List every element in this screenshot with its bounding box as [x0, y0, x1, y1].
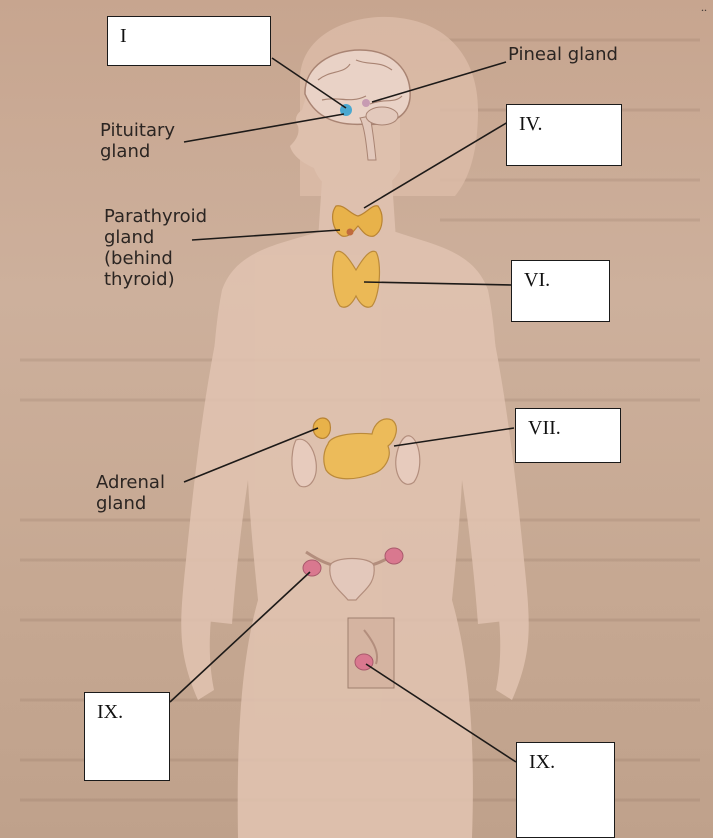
answer-box-4-label: IV. [519, 113, 543, 136]
adrenal-gland-label: Adrenal gland [96, 472, 165, 514]
answer-box-1-label: I [120, 25, 127, 48]
right-ovary [385, 548, 403, 564]
answer-box-9-left[interactable]: IX. [84, 692, 170, 781]
answer-box-6-label: VI. [524, 269, 550, 292]
pineal-gland-label: Pineal gland [508, 44, 618, 65]
page-mark: .. [701, 0, 707, 15]
answer-box-1[interactable]: I [107, 16, 271, 66]
parathyroid-label-line2: gland [104, 227, 207, 248]
answer-box-7-label: VII. [528, 417, 561, 440]
pituitary-label-line1: Pituitary [100, 120, 175, 141]
parathyroid-label-line1: Parathyroid [104, 206, 207, 227]
answer-box-9-right-label: IX. [529, 751, 555, 774]
pineal-gland-mark [362, 99, 370, 107]
pituitary-gland-label: Pituitary gland [100, 120, 175, 162]
parathyroid-gland-label: Parathyroid gland (behind thyroid) [104, 206, 207, 290]
adrenal-label-line1: Adrenal [96, 472, 165, 493]
parathyroid-mark [347, 229, 354, 236]
parathyroid-label-line3: (behind [104, 248, 207, 269]
answer-box-9-left-label: IX. [97, 701, 123, 724]
left-ovary [303, 560, 321, 576]
pituitary-label-line2: gland [100, 141, 175, 162]
parathyroid-label-line4: thyroid) [104, 269, 207, 290]
answer-box-4[interactable]: IV. [506, 104, 622, 166]
adrenal-label-line2: gland [96, 493, 165, 514]
answer-box-9-right[interactable]: IX. [516, 742, 615, 838]
answer-box-7[interactable]: VII. [515, 408, 621, 463]
answer-box-6[interactable]: VI. [511, 260, 610, 322]
